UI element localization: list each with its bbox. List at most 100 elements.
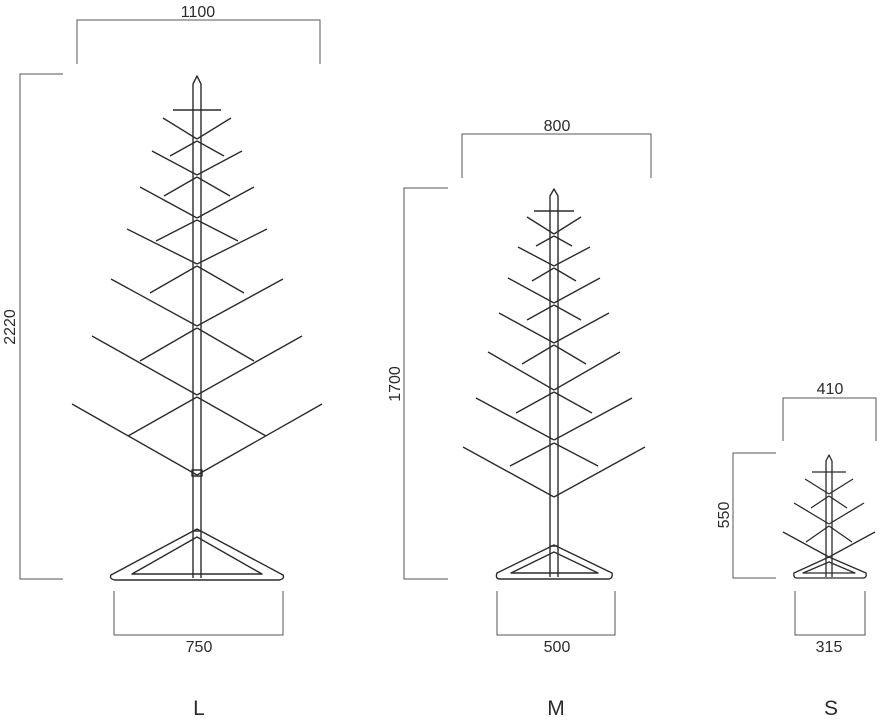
tree-m-tier-3-branch-left bbox=[487, 351, 555, 391]
tree-s-height-bracket bbox=[732, 452, 776, 579]
tree-s-dimensions: 410 550 315 bbox=[716, 381, 877, 656]
tree-m-width-value: 800 bbox=[544, 118, 571, 135]
tree-l-tier-5-branch-right bbox=[196, 186, 255, 219]
tree-l-dimensions: 1100 2220 750 bbox=[2, 4, 321, 656]
tree-l-tier-3-branch-right bbox=[196, 278, 284, 327]
tree-l-tier-7-branch-left bbox=[162, 117, 198, 140]
tree-l-tier-6-rung-left bbox=[169, 140, 198, 157]
tree-m-tier-1-rung-left bbox=[509, 442, 555, 467]
tree-s-tier-2-rung-right bbox=[828, 495, 848, 509]
tree-m-tier-5-rung-right bbox=[553, 267, 577, 282]
tree-m-tier-5-rung-left bbox=[531, 267, 555, 282]
tree-l-tier-3-rung-right bbox=[196, 265, 245, 294]
tree-l-tier-5-rung-left bbox=[163, 176, 198, 197]
tree-l-collar bbox=[191, 469, 203, 477]
tree-s-tier-2 bbox=[793, 495, 865, 525]
tree-s-tier-3-branch-left bbox=[804, 478, 830, 495]
tree-s-tier-1-branch-left bbox=[782, 531, 830, 558]
tree-m-height-bracket bbox=[403, 187, 448, 580]
tree-m-base-value: 500 bbox=[544, 639, 571, 656]
tree-l-tier-4 bbox=[126, 219, 268, 265]
tree-l-tier-4-rung-left bbox=[155, 219, 198, 242]
tree-m-tier-2 bbox=[475, 391, 633, 441]
tree-s-width-bracket bbox=[782, 397, 877, 441]
tree-l-tier-3-branch-left bbox=[110, 278, 198, 327]
tree-m-tier-2-branch-left bbox=[475, 397, 555, 441]
tree-l-base bbox=[109, 528, 285, 581]
tree-s-tier-2-rung-left bbox=[810, 495, 830, 509]
tree-l-tier-5 bbox=[139, 176, 255, 219]
tree-l-height-bracket bbox=[19, 73, 63, 580]
tree-s-tier-2-branch-right bbox=[828, 502, 865, 525]
tree-m-tier-4 bbox=[498, 304, 610, 344]
tree-s-tier-1 bbox=[782, 525, 876, 558]
tree-s-tier-1-rung-right bbox=[828, 525, 853, 543]
tree-m-tier-1 bbox=[462, 442, 646, 498]
tree-m: 800 1700 500 bbox=[387, 118, 652, 720]
tree-l-tier-1-branch-left bbox=[71, 403, 198, 476]
tree-m-base bbox=[495, 544, 613, 580]
tree-s-height-value: 550 bbox=[716, 502, 733, 529]
tree-m-tier-1-branch-right bbox=[553, 446, 646, 498]
tree-l-tier-2-branch-left bbox=[91, 335, 198, 396]
tree-l-tier-7-branch-right bbox=[196, 117, 232, 140]
tree-l-tier-5-rung-right bbox=[196, 176, 231, 197]
tree-m-tier-7 bbox=[526, 210, 582, 235]
tree-m-tier-2-rung-left bbox=[515, 391, 555, 414]
tree-m-tier-6 bbox=[517, 235, 591, 267]
tree-m-tier-2-branch-right bbox=[553, 397, 633, 441]
tree-m-tier-3-rung-right bbox=[553, 344, 587, 365]
tree-m-tier-4-rung-right bbox=[553, 304, 582, 321]
tree-s-frame bbox=[782, 454, 876, 579]
tree-m-trunk bbox=[549, 188, 559, 577]
tree-l-tier-5-branch-left bbox=[139, 186, 198, 219]
tree-s-base-value: 315 bbox=[816, 639, 843, 656]
tree-m-tier-4-branch-left bbox=[498, 312, 555, 344]
tree-l-size-label: L bbox=[193, 697, 205, 720]
tree-m-tier-1-branch-left bbox=[462, 446, 555, 498]
tree-l: 1100 2220 750 bbox=[2, 4, 323, 720]
tree-l-tier-6 bbox=[151, 140, 243, 176]
tree-m-tier-3-branch-right bbox=[553, 351, 621, 391]
tree-m-tier-5-branch-right bbox=[553, 277, 601, 304]
tree-l-tier-6-branch-left bbox=[151, 150, 198, 176]
tree-l-base-bracket bbox=[113, 591, 284, 636]
tree-s-tier-2-branch-left bbox=[793, 502, 830, 525]
tree-m-tier-4-branch-right bbox=[553, 312, 610, 344]
tree-m-tier-6-rung-right bbox=[553, 235, 573, 247]
tree-m-height-value: 1700 bbox=[387, 366, 404, 402]
tree-l-height-value: 2220 bbox=[2, 309, 19, 345]
tree-l-tier-6-branch-right bbox=[196, 150, 243, 176]
tree-l-width-bracket bbox=[76, 19, 321, 64]
tree-s-tier-1-rung-left bbox=[805, 525, 830, 543]
tree-l-tier-1-rung-right bbox=[196, 396, 267, 437]
tree-m-frame bbox=[462, 188, 646, 580]
tree-m-tier-2-rung-right bbox=[553, 391, 593, 414]
tree-l-tier-3 bbox=[110, 265, 284, 327]
tree-m-tier-7-branch-right bbox=[553, 216, 582, 235]
tree-l-tier-2-rung-left bbox=[139, 327, 198, 362]
tree-m-width-bracket bbox=[461, 133, 652, 178]
tree-s: 410 550 315 bbox=[716, 381, 877, 720]
tree-s-base bbox=[793, 556, 867, 579]
tree-l-tier-3-rung-left bbox=[149, 265, 198, 294]
tree-m-tier-6-rung-left bbox=[535, 235, 555, 247]
tree-l-tier-2-rung-right bbox=[196, 327, 255, 362]
tree-s-width-value: 410 bbox=[817, 381, 844, 398]
tree-m-tier-5 bbox=[507, 267, 601, 304]
tree-m-tier-1-rung-right bbox=[553, 442, 599, 467]
tree-s-base-bracket bbox=[794, 591, 866, 636]
tree-l-tier-4-branch-right bbox=[196, 228, 268, 265]
tree-s-size-label: S bbox=[824, 697, 838, 720]
tree-l-tier-1 bbox=[71, 396, 323, 476]
tree-m-tier-3 bbox=[487, 344, 621, 391]
tree-l-tier-1-branch-right bbox=[196, 403, 323, 476]
tree-s-tier-3 bbox=[804, 471, 854, 495]
tree-s-trunk bbox=[825, 454, 833, 577]
tree-l-tier-4-rung-right bbox=[196, 219, 239, 242]
tree-m-tier-4-rung-left bbox=[526, 304, 555, 321]
tree-m-base-bracket bbox=[496, 591, 616, 636]
tree-l-width-value: 1100 bbox=[181, 4, 216, 21]
tree-l-tier-4-branch-left bbox=[126, 228, 198, 265]
